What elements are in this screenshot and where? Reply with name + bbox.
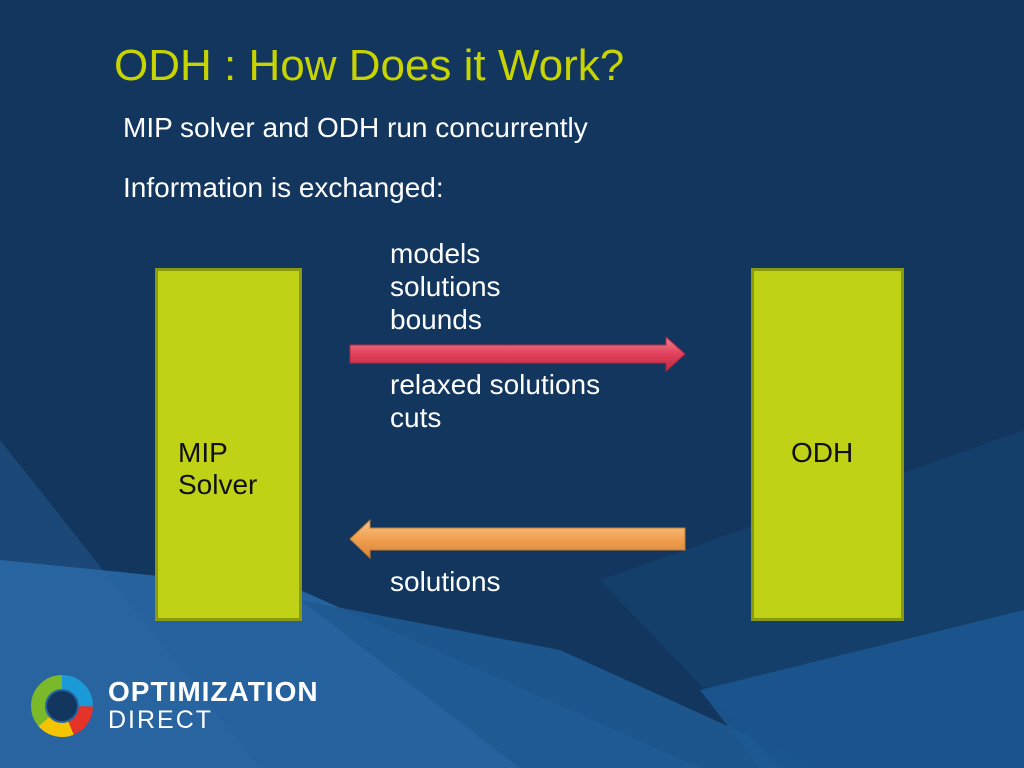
to-solver-item: solutions <box>390 566 501 597</box>
odh-label: ODH <box>791 437 854 468</box>
mip-solver-label-line1: MIP <box>178 437 228 468</box>
mip-solver-label-line2: Solver <box>178 469 258 500</box>
to-odh-list: models solutions bounds <box>390 237 501 336</box>
arrow-left-icon <box>349 518 686 560</box>
odh-box: ODH <box>751 268 904 621</box>
to-odh-item: bounds <box>390 304 482 335</box>
exchange-item: relaxed solutions <box>390 369 601 400</box>
logo-text-optimization: OPTIMIZATION <box>108 676 319 707</box>
mip-solver-box: MIP Solver <box>155 268 302 621</box>
exchange-info-list: relaxed solutions cuts <box>390 368 600 434</box>
optimization-direct-logo-icon <box>31 675 93 737</box>
bullet-exchange: Information is exchanged: <box>123 172 444 203</box>
to-odh-item: solutions <box>390 271 501 302</box>
exchange-item: cuts <box>390 402 442 433</box>
slide-title: ODH : How Does it Work? <box>114 41 625 90</box>
arrow-right-icon <box>349 335 686 373</box>
to-odh-item: models <box>390 238 481 269</box>
bullet-concurrent: MIP solver and ODH run concurrently <box>123 112 588 143</box>
to-solver-list: solutions <box>390 565 501 598</box>
logo-text-direct: DIRECT <box>108 706 214 734</box>
